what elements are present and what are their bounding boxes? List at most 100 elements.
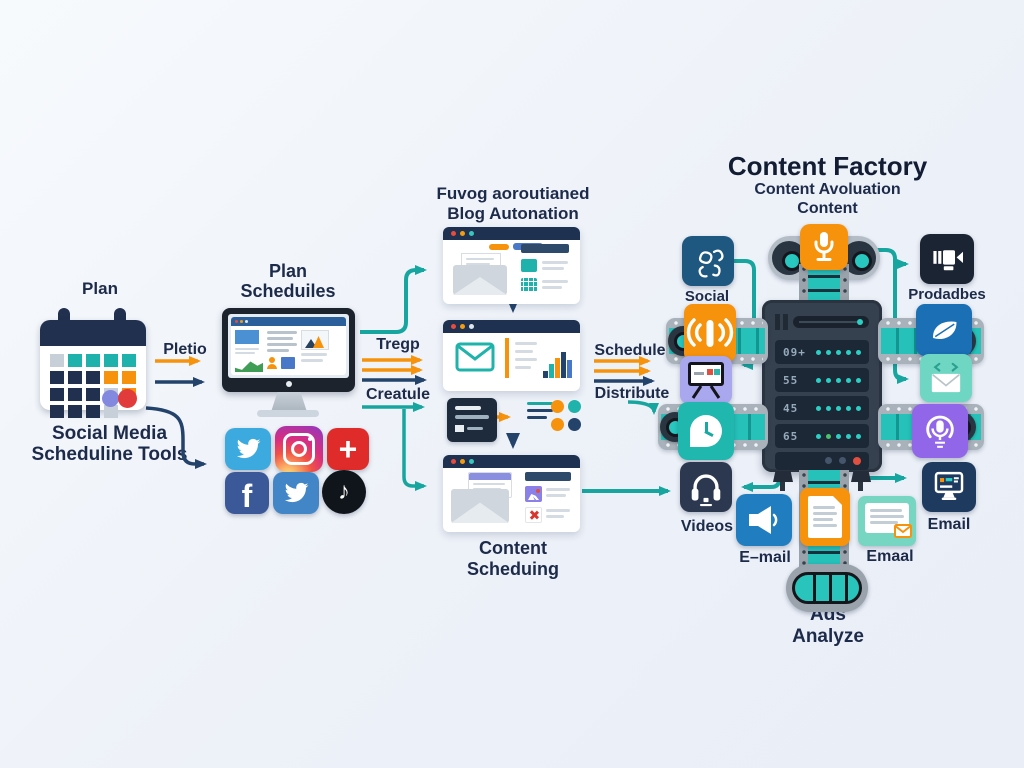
presentation-board (688, 361, 724, 386)
browser-titlebar (443, 455, 580, 468)
window-dot (245, 320, 248, 323)
document-list-icon (447, 398, 497, 442)
machine-leg (773, 471, 793, 482)
led-dot (856, 377, 861, 383)
apple-logo (286, 381, 292, 387)
envelope-icon (453, 265, 507, 295)
status-dot (839, 457, 846, 464)
bar-1 (543, 371, 548, 378)
machine-row-leds (816, 433, 861, 439)
teal-mail-icon (521, 259, 537, 272)
window-dot (460, 459, 465, 464)
text-line (515, 342, 537, 345)
dashboard-image-block (235, 330, 259, 344)
orange-divider (505, 338, 509, 378)
card-line (870, 521, 898, 524)
slot-bar (775, 314, 780, 330)
led-dot (836, 377, 841, 383)
dashboard-window (231, 317, 346, 375)
window-dot (451, 459, 456, 464)
led-dot-green (826, 433, 831, 439)
calendar-cell (122, 354, 136, 367)
browser-window-2 (443, 320, 580, 391)
plus-glyph: + (338, 430, 358, 467)
clock-icon (678, 402, 734, 460)
email-right-label: Email (927, 516, 971, 533)
machine-row-text: 55 (783, 373, 799, 387)
instagram-icon (275, 426, 323, 472)
note-line (527, 402, 553, 405)
top-vertical-conveyor (799, 264, 849, 304)
monitor-to-window1-elbow (360, 265, 427, 334)
note-line (527, 409, 553, 412)
analyze-label: Analyze (792, 626, 864, 647)
microphone-glyph (814, 232, 834, 261)
led-dot (826, 377, 831, 383)
clock-pin (690, 415, 722, 447)
blog-automation-title-line2: Blog Autonation (447, 204, 579, 223)
led-dot (856, 405, 861, 411)
browser-titlebar (443, 320, 580, 333)
oval-belt (792, 572, 862, 604)
slot-bar (783, 314, 788, 330)
orange-tag (489, 244, 509, 250)
led-dot (846, 349, 851, 355)
factory-subtitle-1: Content Avoluation (754, 181, 901, 198)
factory-title: Content Factory (727, 151, 928, 181)
led-dot (846, 377, 851, 383)
machine-spike (858, 482, 863, 491)
led-dot (816, 349, 821, 355)
window-dot (460, 231, 465, 236)
monitor-screen (228, 314, 349, 378)
monitor-glyph (934, 471, 964, 501)
text-line (546, 509, 570, 512)
belt-divider (829, 575, 832, 601)
led-dot (846, 433, 851, 439)
social-media-tools-label-line2: Scheduline Tools (31, 444, 188, 465)
slot-indicator (857, 319, 863, 325)
presentation-icon (680, 356, 732, 404)
letter-line (473, 483, 505, 485)
window-dot (460, 324, 465, 329)
leaf-icon (916, 304, 972, 356)
doc-line (813, 518, 833, 521)
led-dot (836, 433, 841, 439)
machine-leg (851, 471, 871, 482)
monitor-base (257, 410, 319, 417)
doc-line (455, 415, 489, 419)
leaf-glyph (933, 321, 957, 339)
card-line (870, 509, 902, 512)
person-body (267, 364, 277, 369)
text-line (546, 488, 570, 491)
browser-titlebar (443, 227, 580, 240)
card-line (870, 515, 904, 518)
calendar-purple-dot (102, 390, 119, 407)
dashboard-photo (301, 330, 329, 350)
calendar-cell (104, 371, 118, 384)
bar-3 (555, 358, 560, 378)
monitor-stand (271, 392, 307, 412)
browser-window-3 (443, 455, 580, 532)
purple-image-icon (525, 486, 542, 502)
document-sheet (808, 496, 842, 538)
factory-subtitle-2: Content (797, 200, 858, 217)
dashboard-area-chart (235, 361, 263, 372)
machine-spike (780, 482, 785, 491)
text-line (515, 358, 537, 361)
headphones-glyph (691, 474, 721, 507)
dashboard-line (235, 352, 255, 354)
person-avatar (269, 357, 275, 363)
emaal-label: Emaal (866, 548, 914, 565)
bar-5 (567, 360, 572, 378)
blog-automation-title-line1: Fuvog aoroutianed (436, 184, 590, 203)
machine-status-row (775, 452, 869, 470)
image-mountain (528, 494, 539, 500)
dashboard-list-line (267, 349, 289, 352)
text-line (546, 515, 564, 518)
text-line (542, 261, 568, 264)
content-scheduling-label-line2: Scheduing (466, 559, 559, 579)
led-dot (836, 405, 841, 411)
orange-circle (551, 418, 564, 431)
conveyor-belt (808, 264, 840, 304)
led-dot (826, 349, 831, 355)
